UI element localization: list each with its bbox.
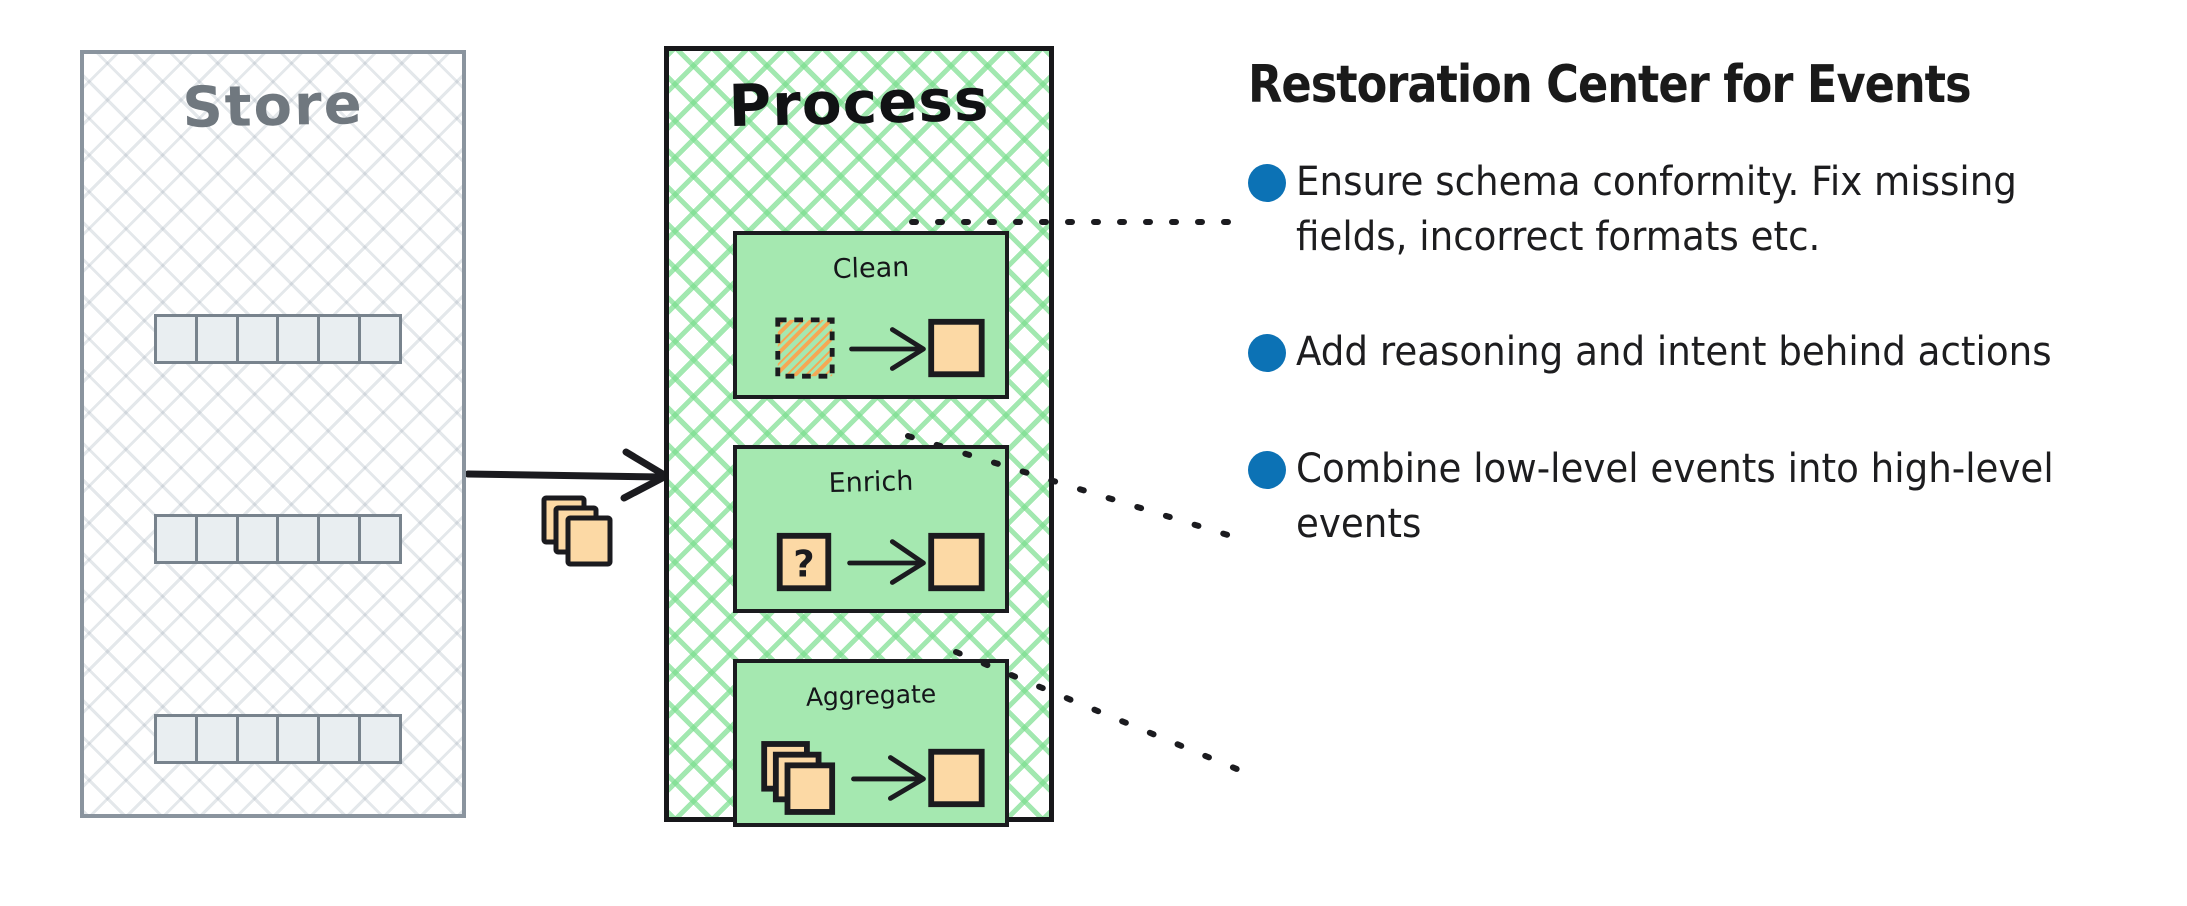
- info-item-text: Ensure schema conformity. Fix missing fi…: [1296, 158, 2017, 260]
- info-heading: Restoration Center for Events: [1248, 55, 1972, 115]
- store-row: [154, 514, 402, 564]
- bullet-circle-icon: [1248, 333, 1286, 372]
- store-panel: Store: [80, 50, 466, 818]
- question-square-icon: [776, 532, 832, 592]
- info-panel: Restoration Center for Events Ensure sch…: [1248, 58, 2148, 553]
- info-list-item: Add reasoning and intent behind actions: [1248, 325, 2148, 380]
- process-step-clean[interactable]: Clean: [733, 231, 1009, 399]
- store-cell: [358, 714, 402, 764]
- aggregate-step-graphic: [761, 741, 985, 815]
- store-cell: [358, 314, 402, 364]
- store-cell: [154, 314, 198, 364]
- store-cell: [276, 314, 321, 364]
- process-step-aggregate[interactable]: Aggregate: [733, 659, 1009, 827]
- bullet-circle-icon: [1248, 163, 1286, 202]
- process-step-label: Enrich: [828, 465, 914, 500]
- store-cell: [276, 514, 321, 564]
- store-cell: [194, 314, 239, 364]
- bullet-circle-icon: [1248, 451, 1286, 490]
- store-cell: [317, 314, 362, 364]
- store-cell: [194, 714, 239, 764]
- clean-step-graphic: [775, 317, 985, 379]
- process-panel: Process Clean Enrich: [664, 46, 1054, 827]
- store-row: [154, 714, 402, 764]
- store-cell: [154, 514, 198, 564]
- store-cell: [235, 714, 280, 764]
- orange-square-icon: [928, 318, 985, 378]
- process-step-label: Aggregate: [805, 679, 937, 712]
- info-item-text: Add reasoning and intent behind actions: [1296, 328, 2052, 375]
- dashed-hatched-square-icon: [775, 317, 835, 379]
- stacked-squares-icon: [761, 741, 836, 815]
- store-cell: [276, 714, 321, 764]
- info-list-item: Ensure schema conformity. Fix missing fi…: [1248, 155, 2148, 265]
- store-cell: [154, 714, 198, 764]
- stacked-cards-icon: [541, 495, 613, 567]
- store-cell: [235, 314, 280, 364]
- process-step-enrich[interactable]: Enrich ?: [733, 445, 1009, 613]
- info-item-text: Combine low-level events into high-level…: [1296, 446, 2054, 548]
- process-title: Process: [727, 65, 991, 141]
- enrich-step-graphic: ?: [776, 532, 985, 592]
- store-cell: [235, 514, 280, 564]
- orange-square-icon: [928, 748, 985, 808]
- store-row: [154, 314, 402, 364]
- store-title: Store: [181, 72, 365, 141]
- info-list-item: Combine low-level events into high-level…: [1248, 442, 2148, 552]
- question-glyph: ?: [793, 543, 814, 586]
- store-cell: [358, 514, 402, 564]
- process-step-label: Clean: [832, 251, 910, 286]
- store-cell: [317, 514, 362, 564]
- orange-square-icon: [928, 532, 985, 592]
- store-cell: [194, 514, 239, 564]
- store-cell: [317, 714, 362, 764]
